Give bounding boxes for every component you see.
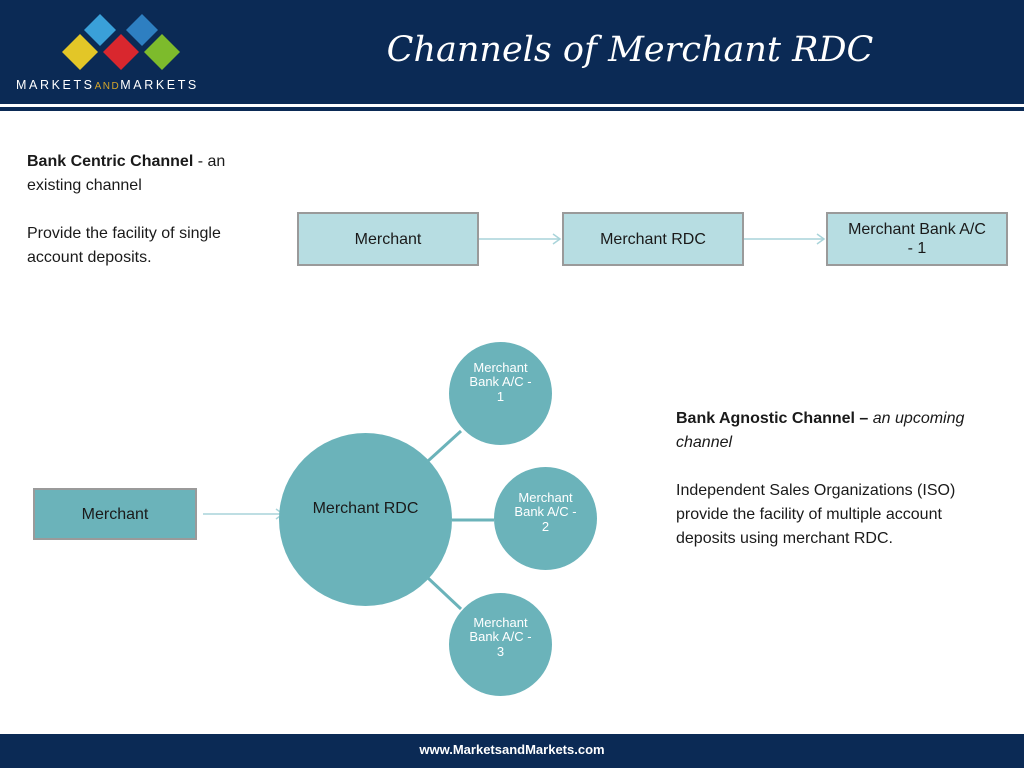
merchant-bank-ac-3-label: Merchant Bank A/C - 3	[469, 614, 532, 659]
header-divider	[0, 104, 1024, 107]
brand-part-markets: MARKETS	[16, 78, 95, 92]
brand-name: MARKETSANDMARKETS	[16, 78, 230, 92]
flow-box-merchant: Merchant	[297, 212, 479, 266]
merchant-bank-ac-1-circle: Merchant Bank A/C - 1	[449, 342, 552, 445]
bank-agnostic-description: Independent Sales Organizations (ISO) pr…	[676, 482, 956, 547]
brand-part-markets-2: MARKETS	[120, 78, 199, 92]
merchant-rdc-hub: Merchant RDC	[279, 433, 452, 606]
bank-agnostic-heading: Bank Agnostic Channel – an upcoming chan…	[676, 407, 976, 455]
brand-part-and: AND	[94, 81, 121, 92]
merchant-rdc-hub-label: Merchant RDC	[312, 500, 419, 518]
company-logo	[62, 14, 180, 70]
footer-bar: www.MarketsandMarkets.com	[0, 734, 1024, 768]
bank-agnostic-text: Bank Agnostic Channel – an upcoming chan…	[676, 407, 976, 551]
page-title: Channels of Merchant RDC	[386, 30, 874, 70]
bank-agnostic-heading-bold: Bank Agnostic Channel –	[676, 410, 873, 427]
bank-agnostic-heading-suffix: an upcoming channel	[676, 410, 965, 451]
merchant-bank-ac-2-circle: Merchant Bank A/C - 2	[494, 467, 597, 570]
bank-centric-description: Provide the facility of single account d…	[27, 225, 221, 266]
header-divider-band	[0, 107, 1024, 111]
bank-centric-heading-bold: Bank Centric Channel	[27, 153, 194, 170]
merchant-bank-ac-2-label: Merchant Bank A/C - 2	[514, 489, 577, 534]
bank-centric-text: Bank Centric Channel - an existing chann…	[27, 150, 277, 270]
footer-url[interactable]: www.MarketsandMarkets.com	[419, 742, 605, 757]
bank-centric-heading-suffix: - an existing channel	[27, 153, 226, 194]
merchant-box: Merchant	[33, 488, 197, 540]
merchant-bank-ac-1-label: Merchant Bank A/C - 1	[469, 359, 532, 404]
flow-box-merchant-bank-ac-1: Merchant Bank A/C - 1	[826, 212, 1008, 266]
flow-box-merchant-rdc: Merchant RDC	[562, 212, 744, 266]
merchant-bank-ac-3-circle: Merchant Bank A/C - 3	[449, 593, 552, 696]
bank-centric-heading: Bank Centric Channel - an existing chann…	[27, 150, 277, 198]
